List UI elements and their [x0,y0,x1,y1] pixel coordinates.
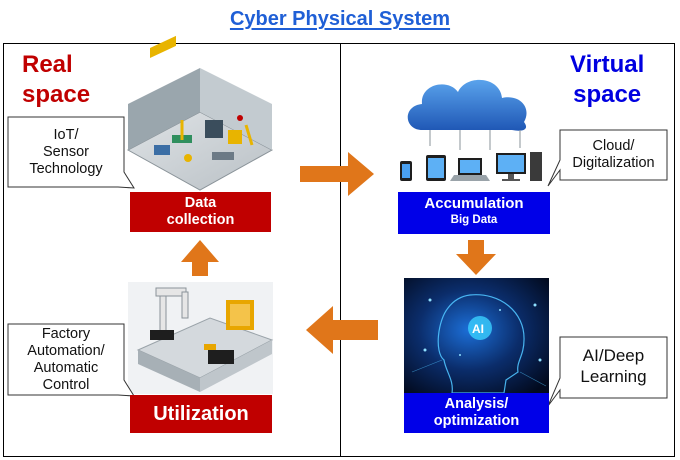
data-collection-line: collection [166,212,235,228]
diagram-title: Cyber Physical System [229,8,451,30]
factory-callout-text: Factory Automation/ Automatic Control [8,326,124,394]
analysis-line: Analysis/ [444,396,509,412]
real-space-line2: space [22,81,91,108]
arrow-down-icon [456,240,496,275]
cloud-devices-illustration [400,79,542,181]
accumulation-box: Accumulation Big Data [398,192,550,234]
virtual-space-label: Virtual space [570,50,644,110]
arrow-up-icon [181,240,219,276]
cloud-line: Digitalization [572,155,655,171]
factory-line: Control [42,377,90,393]
big-data-label: Big Data [450,214,498,226]
robot-arm-illustration [128,282,274,394]
iot-callout-text: IoT/ Sensor Technology [8,127,124,178]
utilization-box: Utilization [130,395,272,433]
cloud-callout-shape [547,129,668,187]
arrow-right-icon [300,152,374,196]
space-divider [340,43,341,457]
iot-line: IoT/ [53,127,79,143]
ai-callout-shape [547,336,668,407]
cloud-line: Cloud/ [592,138,635,154]
ai-line: Learning [580,367,647,386]
arrow-left-icon [306,306,378,354]
data-collection-line: Data [184,195,217,211]
data-collection-box: Data collection [130,192,271,232]
factory-line: Factory [41,326,91,342]
factory-line: Automation/ [27,343,105,359]
virtual-space-line1: Virtual [570,51,645,78]
svg-text:AI: AI [472,322,484,336]
iot-callout-shape [7,116,135,189]
virtual-space-line2: space [573,81,642,108]
accumulation-label: Accumulation [424,195,524,212]
analysis-line: optimization [433,413,520,429]
ai-head-illustration: AI [404,278,549,394]
real-space-line1: Real [22,51,73,78]
cloud-callout-text: Cloud/ Digitalization [560,138,667,172]
iot-line: Sensor [43,144,89,160]
ai-line: AI/Deep [582,346,645,365]
iot-line: Technology [29,161,103,177]
factory-line: Automatic [33,360,99,376]
ai-callout-text: AI/Deep Learning [560,345,667,387]
analysis-box: Analysis/ optimization [404,393,549,433]
diagram-frame [3,43,675,457]
real-space-label: Real space [22,50,90,110]
factory-illustration [126,35,274,191]
